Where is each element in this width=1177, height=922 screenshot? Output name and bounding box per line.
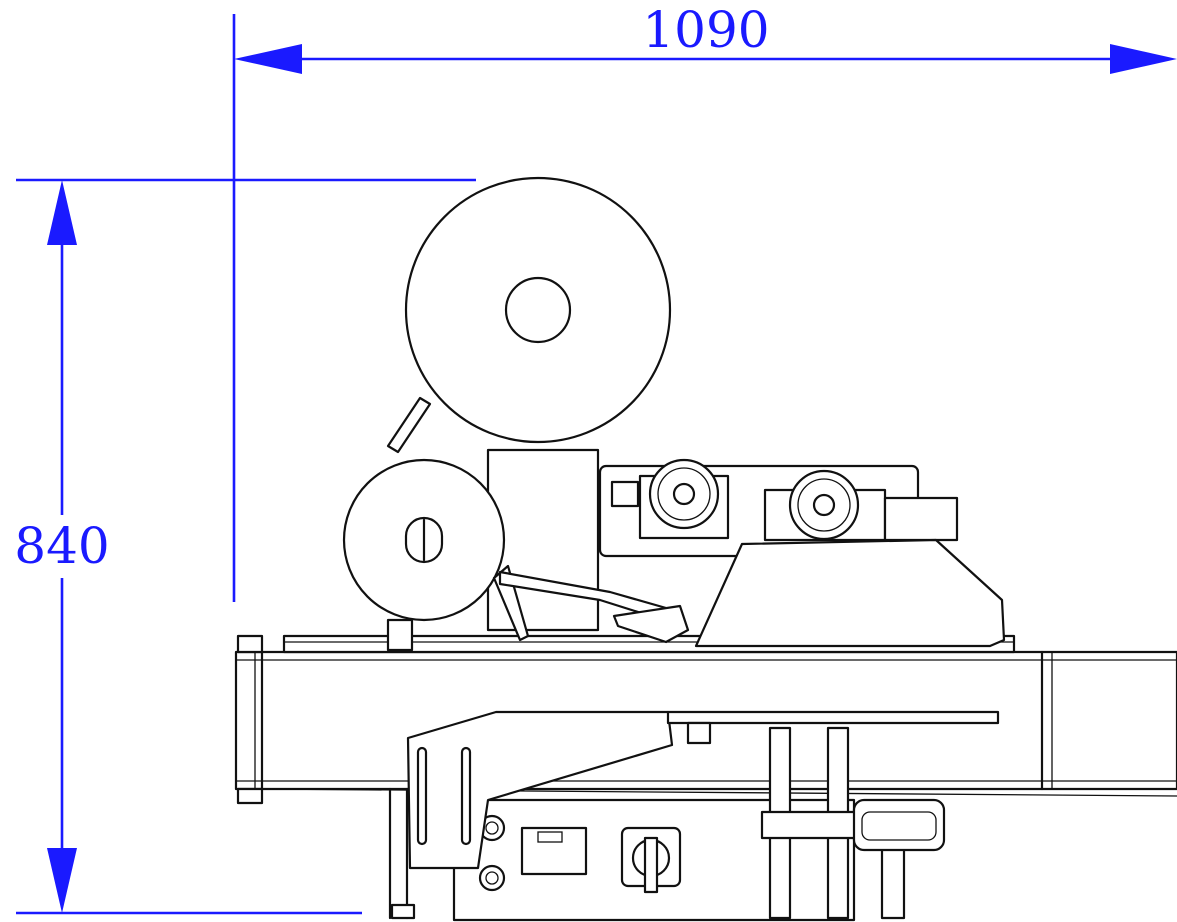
adjust-block <box>852 798 946 852</box>
roll-hub <box>504 276 572 344</box>
roller-bracket-1 <box>610 480 640 508</box>
labeler-head <box>342 176 1006 652</box>
tension-arm <box>386 396 432 454</box>
height-label: 840 <box>14 517 109 575</box>
stand <box>388 726 946 922</box>
indicator-button-bottom <box>478 864 506 892</box>
width-arrow-right <box>1110 44 1177 74</box>
stand-foot-left <box>390 903 416 920</box>
width-dimension: 1090 <box>232 1 1177 602</box>
guide-rail <box>666 710 1000 725</box>
bracket-slot-right <box>460 746 472 846</box>
side-bracket <box>406 710 1000 870</box>
conveyor-end-bottom <box>236 787 264 805</box>
rewind-support <box>386 618 414 652</box>
height-dimension: 840 <box>14 178 476 915</box>
rail-block <box>686 721 712 745</box>
bracket-slot-left <box>416 746 428 846</box>
rotary-switch-handle <box>643 836 659 894</box>
leg-3 <box>880 846 906 920</box>
applicator-shoe <box>694 538 1006 648</box>
leg-clamp <box>760 810 858 840</box>
width-arrow-left <box>234 44 302 74</box>
width-label: 1090 <box>642 1 769 59</box>
conveyor-end-top <box>236 634 264 654</box>
roller-bracket-2 <box>883 496 959 542</box>
display-panel <box>520 826 588 876</box>
height-arrow-top <box>47 180 77 245</box>
height-arrow-bottom <box>47 848 77 913</box>
bracket-plate <box>406 710 674 870</box>
applicator-pad <box>612 604 690 644</box>
